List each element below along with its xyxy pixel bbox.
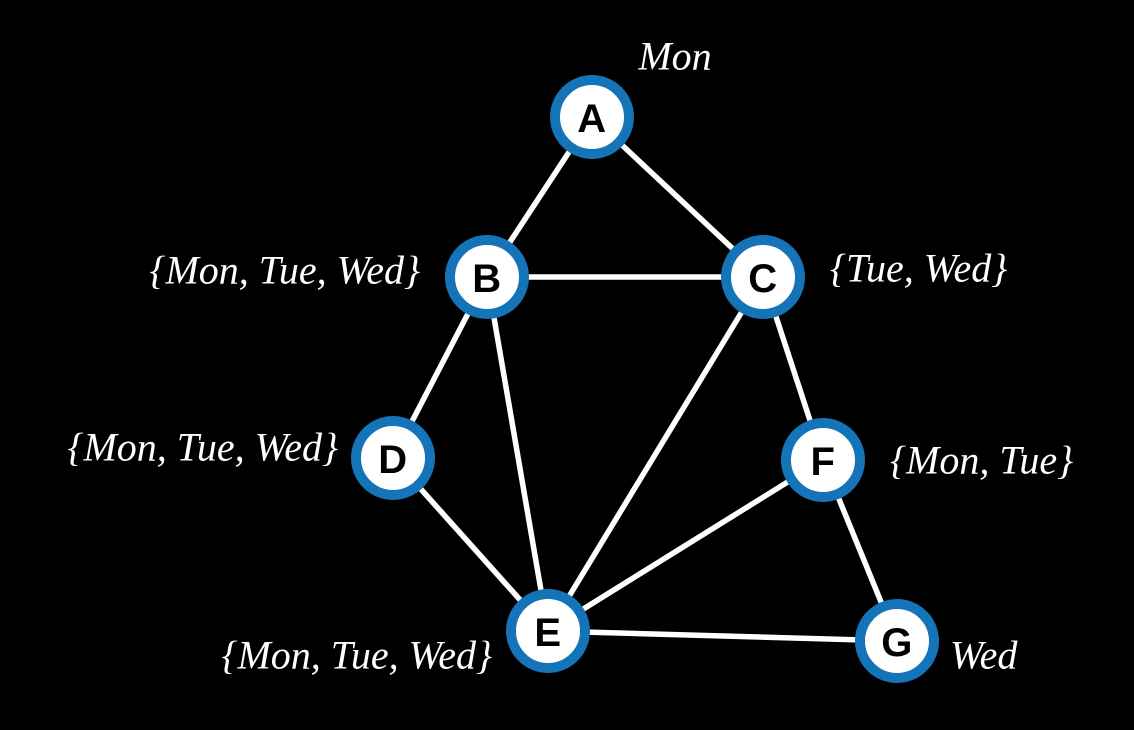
edges-layer	[390, 114, 900, 644]
node-G-circle	[855, 599, 939, 683]
node-E-letter: E	[534, 611, 561, 655]
edge-E-F	[545, 457, 826, 634]
node-C-circle	[721, 235, 805, 319]
node-D-domain-label: {Mon, Tue, Wed}	[67, 425, 338, 470]
node-E-circle	[506, 589, 590, 673]
node-F-circle	[781, 418, 865, 502]
node-A-domain-label: Mon	[637, 34, 711, 79]
node-G-letter: G	[881, 621, 913, 665]
edge-C-E	[545, 274, 766, 634]
node-A-circle	[550, 75, 634, 159]
edge-E-G	[545, 628, 900, 644]
node-E-domain-label: {Mon, Tue, Wed}	[221, 633, 492, 678]
node-D-letter: D	[378, 438, 407, 482]
edge-B-E	[484, 274, 551, 634]
labels-layer: Mon {Mon, Tue, Wed} {Tue, Wed} {Mon, Tue, W…	[67, 34, 1073, 678]
node-B-domain-label: {Mon, Tue, Wed}	[149, 248, 420, 293]
node-B-letter: B	[472, 257, 501, 301]
node-F-domain-label: {Mon, Tue}	[890, 438, 1073, 483]
node-A-letter: A	[577, 97, 606, 141]
node-C-domain-label: {Tue, Wed}	[830, 246, 1007, 291]
nodes-layer: A B C D E F G	[351, 75, 939, 683]
node-F-letter: F	[811, 440, 836, 484]
node-B-circle	[445, 235, 529, 319]
node-D-circle	[351, 416, 435, 500]
node-G-domain-label: Wed	[950, 633, 1018, 678]
node-C-letter: C	[748, 257, 777, 301]
